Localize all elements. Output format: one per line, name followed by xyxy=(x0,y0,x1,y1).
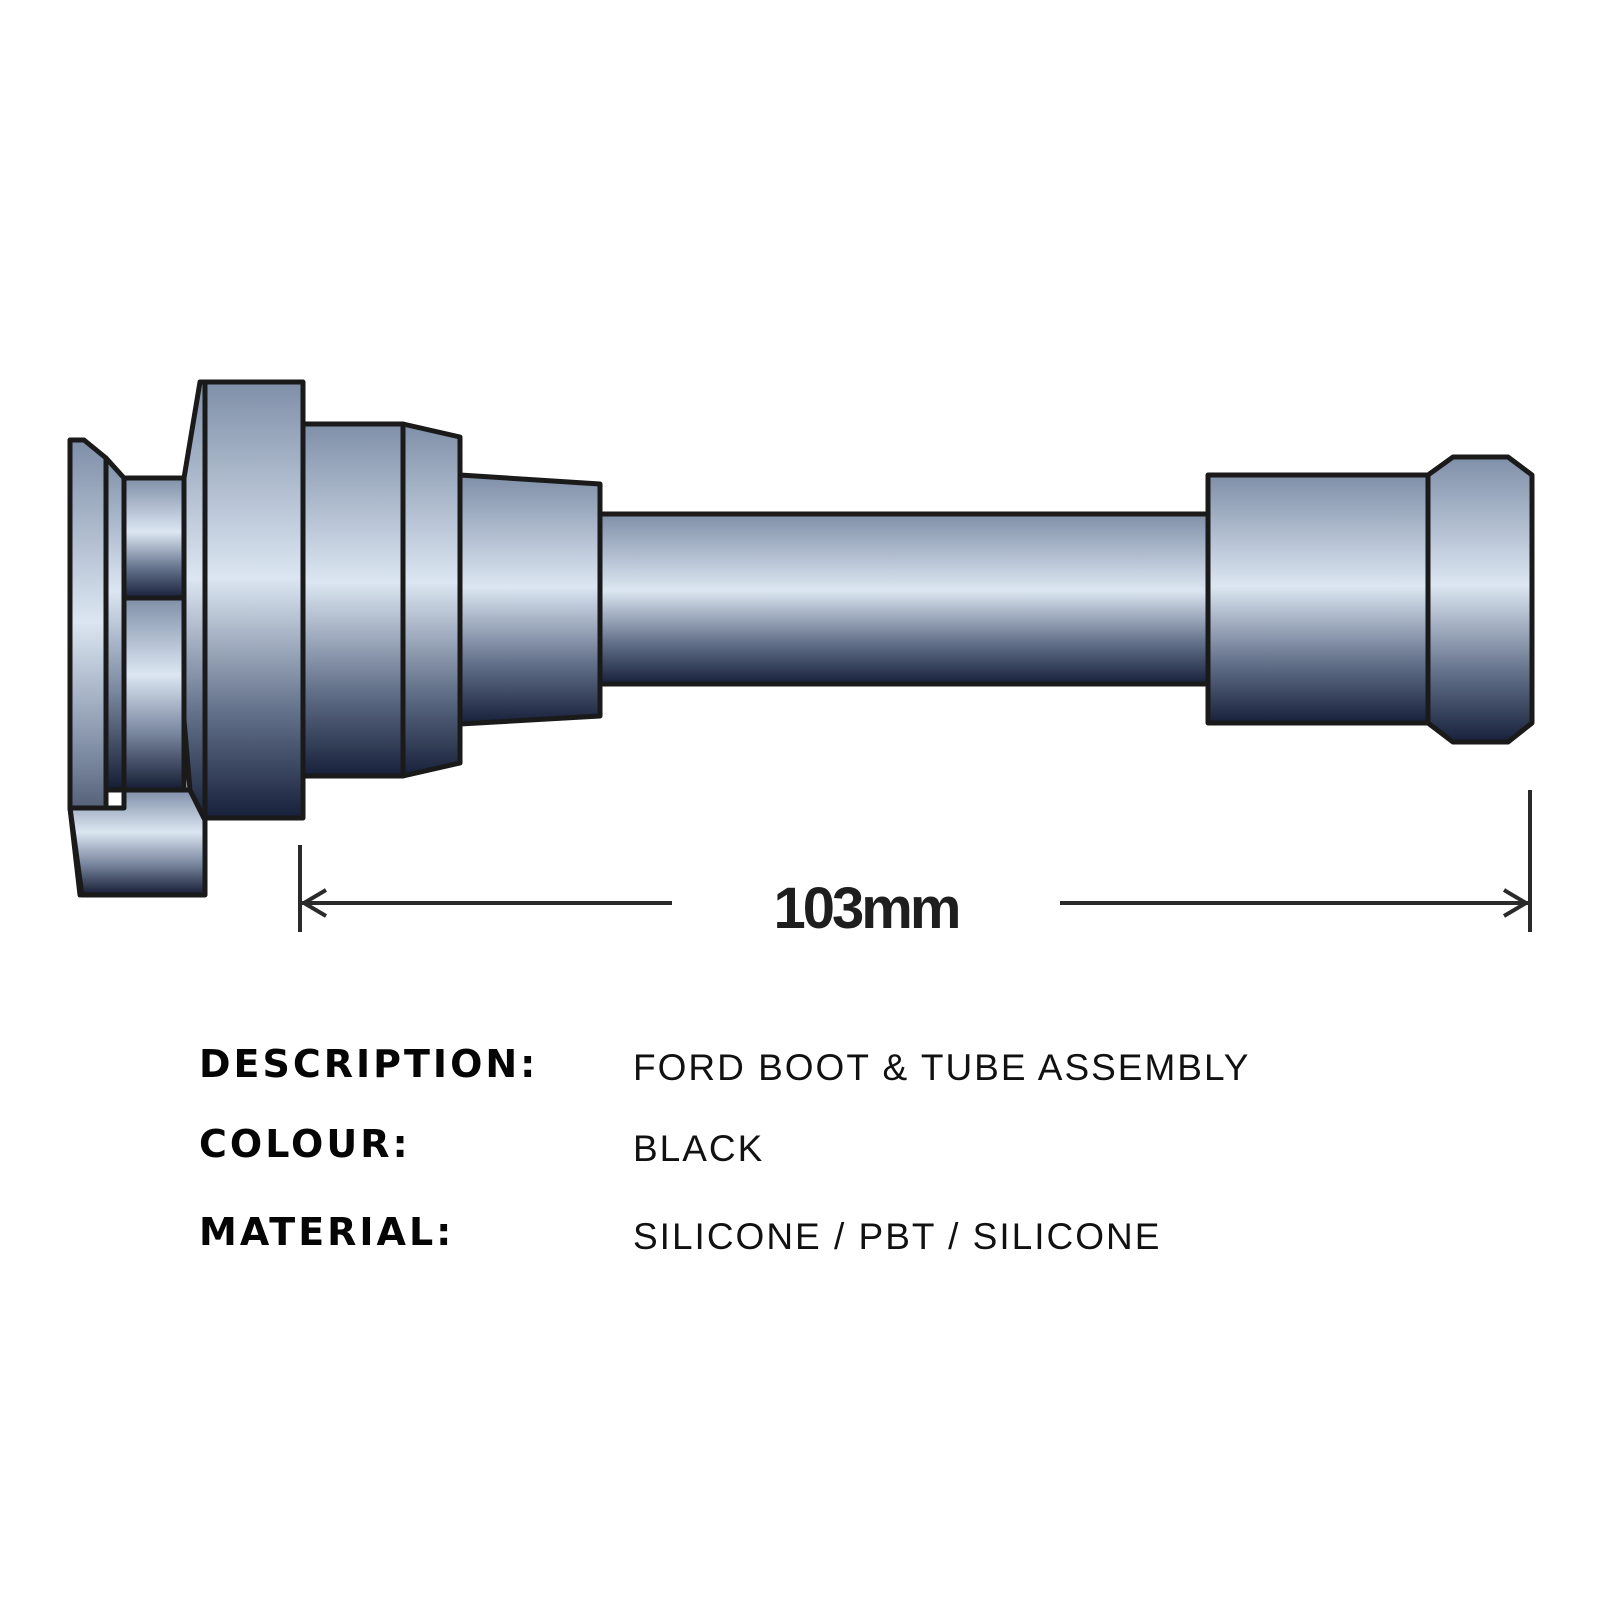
dimension-arrow-left xyxy=(300,888,328,918)
spec-label: COLOUR: xyxy=(199,1122,411,1166)
boot-neck-lower xyxy=(121,595,187,793)
boot-flange-taper xyxy=(181,379,208,823)
tube xyxy=(597,511,1211,687)
part-diagram: 103mm xyxy=(67,379,1535,941)
spec-row-material: MATERIAL: SILICONE / PBT / SILICONE xyxy=(0,1203,1600,1263)
dimension-arrow-right xyxy=(1502,888,1530,918)
dimension-label: 103mm xyxy=(774,876,959,941)
boot-lip-inner xyxy=(103,455,127,793)
spec-row-colour: COLOUR: BLACK xyxy=(0,1115,1600,1175)
boot-base xyxy=(67,787,208,898)
spec-value: SILICONE / PBT / SILICONE xyxy=(633,1216,1162,1257)
boot-neck-upper xyxy=(121,475,187,601)
spec-label: DESCRIPTION: xyxy=(199,1042,539,1086)
spec-label: MATERIAL: xyxy=(199,1210,455,1254)
boot-flange xyxy=(202,379,306,821)
spec-row-description: DESCRIPTION: FORD BOOT & TUBE ASSEMBLY xyxy=(0,1035,1600,1095)
boot-cone xyxy=(457,472,603,727)
spec-value: BLACK xyxy=(633,1128,765,1169)
boot-collar xyxy=(300,421,406,779)
end-cap xyxy=(1425,454,1535,745)
spec-value: FORD BOOT & TUBE ASSEMBLY xyxy=(633,1047,1251,1088)
end-sleeve xyxy=(1205,472,1431,726)
boot-collar-taper xyxy=(400,421,463,779)
